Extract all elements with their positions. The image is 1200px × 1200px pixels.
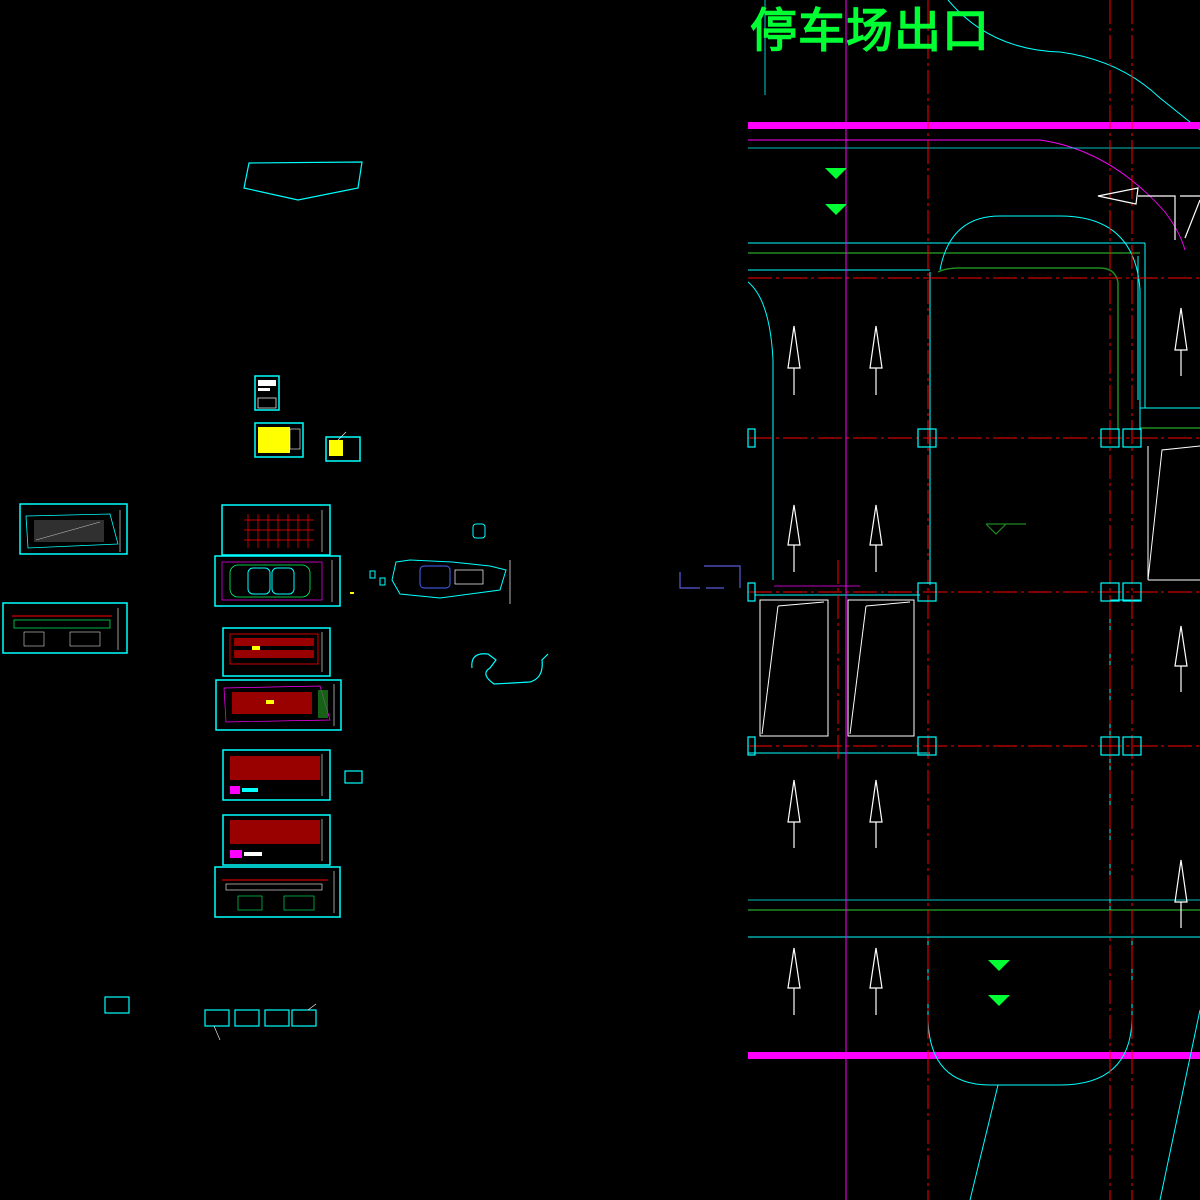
sheet-site-plan[interactable]: [19, 503, 128, 555]
parking-bays: [759, 445, 1200, 737]
partial-outline-blue: [679, 565, 741, 589]
sheet-section[interactable]: [214, 866, 341, 918]
building-outline-sketch[interactable]: [369, 559, 511, 604]
exit-curve-upper: [947, 0, 1200, 131]
legend-sheet-1[interactable]: [254, 375, 280, 411]
level-marker: [985, 523, 1026, 535]
legend-sheet-3[interactable]: [325, 431, 361, 462]
sheet-parking-layout[interactable]: [214, 555, 354, 607]
central-island: [939, 215, 1141, 430]
parking-exit-detail: [747, 0, 1200, 1200]
sheet-floor-plan-3[interactable]: [222, 749, 363, 801]
green-triangle-markers: [825, 168, 1010, 1006]
exit-curve-lower: [748, 139, 1186, 251]
site-boundary-outline: [243, 161, 363, 201]
axis-grid: [748, 0, 1200, 1200]
lane-boundaries: [748, 122, 1200, 1059]
sheet-structure-grid[interactable]: [221, 504, 331, 556]
sheet-elevation[interactable]: [2, 602, 128, 654]
blank-sheet[interactable]: [104, 996, 130, 1014]
sheet-floor-plan-1[interactable]: [222, 627, 331, 677]
detail-sheets-row[interactable]: [204, 1003, 317, 1041]
sheet-overview: [2, 161, 741, 1041]
direction-arrows: [787, 307, 1188, 1015]
columns: [747, 428, 1142, 756]
left-lane-outline: [747, 272, 931, 754]
sheet-floor-plan-2[interactable]: [215, 679, 342, 731]
parking-exit-label: 停车场出口: [750, 4, 990, 59]
ramp-curve-outline[interactable]: [471, 653, 549, 685]
legend-sheet-2[interactable]: [254, 422, 304, 458]
central-island-lower: [927, 599, 1140, 1086]
sheet-floor-plan-4[interactable]: [222, 814, 331, 866]
central-island-inner: [937, 267, 1119, 430]
small-room-outline: [472, 523, 486, 539]
exit-arrow-left: [1097, 187, 1200, 240]
